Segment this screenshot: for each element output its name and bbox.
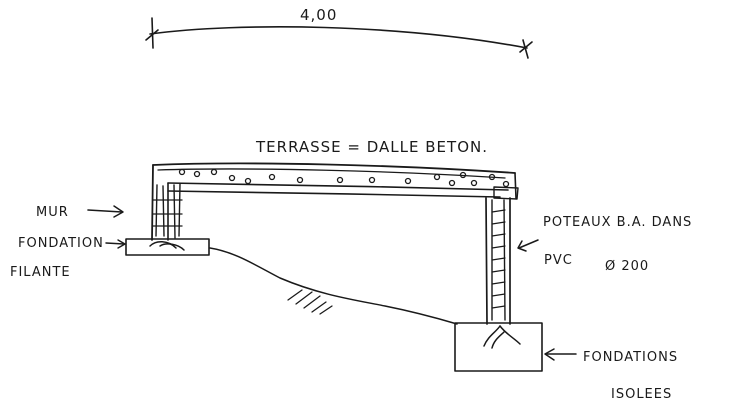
strip-foundation-label-line1: FONDATION: [18, 236, 104, 251]
column-diameter-label: Ø 200: [605, 259, 649, 274]
dimension-text: 4,00: [300, 6, 337, 24]
right-column: [483, 197, 521, 349]
column-label-line1: POTEAUX B.A. DANS: [543, 215, 692, 230]
ground-hatch: [287, 289, 333, 315]
strip-foundation-arrow: [105, 239, 126, 249]
wall-label: MUR: [36, 205, 69, 220]
column-label-line2: PVC: [544, 253, 573, 268]
strip-foundation: [125, 238, 210, 256]
pad-foundation-label-line2: ISOLEES: [611, 387, 672, 402]
left-wall: [149, 164, 185, 251]
concrete-slab: [152, 162, 519, 200]
pad-foundation-label-line1: FONDATIONS: [583, 350, 678, 365]
strip-foundation-label-line2: FILANTE: [10, 265, 71, 280]
slab-label: TERRASSE = DALLE BETON.: [255, 138, 488, 156]
column-arrow: [517, 239, 539, 252]
ground-line: [209, 247, 458, 325]
dimension-line: 4,00: [145, 6, 533, 59]
wall-arrow: [87, 205, 124, 218]
pad-foundation-arrow: [544, 348, 577, 361]
pad-foundation: [454, 322, 543, 372]
